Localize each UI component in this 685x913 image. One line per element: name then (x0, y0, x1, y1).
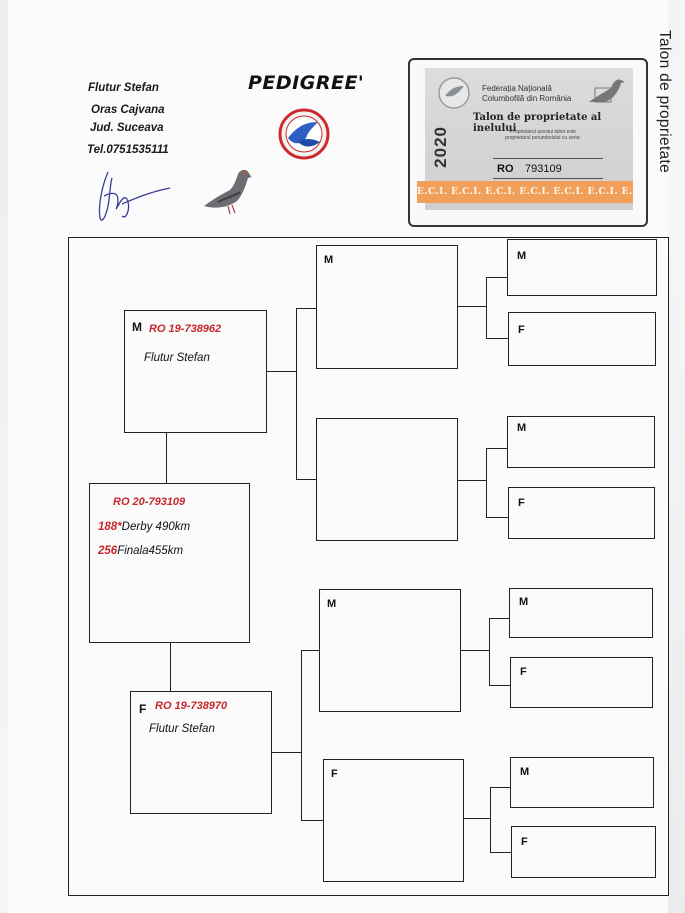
subject-result-2-place: 256 (98, 545, 118, 557)
gen3-box-4-sex: F (331, 768, 338, 780)
subject-result-2-text: Finala455km (117, 545, 184, 557)
subject-result-1: 188*Derby 490km (98, 521, 190, 533)
gen4-box-2-sex: F (518, 324, 525, 336)
gen4-box-5-sex: M (519, 596, 529, 608)
owner-county: Jud. Suceava (90, 122, 164, 134)
gen4-box-8 (511, 826, 656, 878)
subject-ring: RO 20-793109 (113, 496, 186, 508)
page-title: PEDIGREE' (248, 72, 365, 94)
owner-city: Oras Cajvana (91, 104, 165, 116)
gen3-box-3-sex: M (327, 598, 337, 610)
dam-box (130, 691, 272, 814)
card-federation-line1: Federația Națională (482, 84, 552, 93)
pedigree-frame (68, 237, 669, 896)
federation-emblem-icon (278, 108, 330, 160)
side-label: Talon de proprietate (656, 30, 673, 174)
subject-result-1-text: Derby 490km (121, 521, 191, 533)
gen4-box-7-sex: M (520, 766, 530, 778)
gen4-box-4 (508, 487, 655, 539)
gen4-box-6 (510, 657, 653, 708)
gen3-box-1-sex: M (324, 254, 334, 266)
subject-result-1-place: 188* (98, 521, 122, 533)
dam-ring: RO 19-738970 (155, 700, 228, 712)
gen3-box-3 (319, 589, 461, 712)
gen4-box-4-sex: F (518, 497, 525, 509)
gen4-box-7 (510, 757, 654, 808)
gen4-box-5 (509, 588, 653, 638)
ownership-card: Federația Națională Columbofilă din Româ… (417, 68, 633, 210)
subject-result-2: 256Finala455km (98, 545, 183, 557)
gen4-box-6-sex: F (520, 666, 527, 678)
card-pigeon-icon (589, 79, 625, 103)
gen4-box-1 (507, 239, 657, 296)
sire-box (124, 310, 267, 433)
card-ring-prefix: RO (497, 163, 514, 175)
dam-sex: F (139, 702, 147, 716)
dam-owner: Flutur Stefan (149, 723, 215, 735)
sire-ring: RO 19-738962 (149, 323, 222, 335)
card-note: Proprietarul acestui talon este propriet… (505, 129, 581, 141)
card-federation-line2: Columbofilă din România (482, 94, 572, 103)
gen4-box-3-sex: M (517, 422, 527, 434)
subject-box (89, 483, 250, 643)
pigeon-icon (204, 169, 252, 215)
card-year: 2020 (431, 126, 450, 168)
card-ring-number: 793109 (525, 163, 562, 175)
gen3-box-4 (323, 759, 464, 882)
gen3-box-1 (316, 245, 458, 369)
sire-sex: M (132, 320, 142, 334)
gen3-box-2 (316, 418, 458, 541)
card-emblem-icon (438, 77, 470, 109)
owner-name: Flutur Stefan (88, 82, 159, 94)
card-strip: E.C.I. E.C.I. E.C.I. E.C.I. E.C.I. E.C.I… (417, 181, 633, 203)
gen4-box-8-sex: F (521, 836, 528, 848)
gen4-box-3 (507, 416, 655, 468)
gen4-box-2 (508, 312, 656, 366)
gen4-box-1-sex: M (517, 250, 527, 262)
signature-mark (98, 171, 171, 221)
card-title: Talon de proprietate al inelului (473, 112, 602, 134)
owner-phone: Tel.0751535111 (87, 144, 169, 156)
sire-owner: Flutur Stefan (144, 352, 210, 364)
